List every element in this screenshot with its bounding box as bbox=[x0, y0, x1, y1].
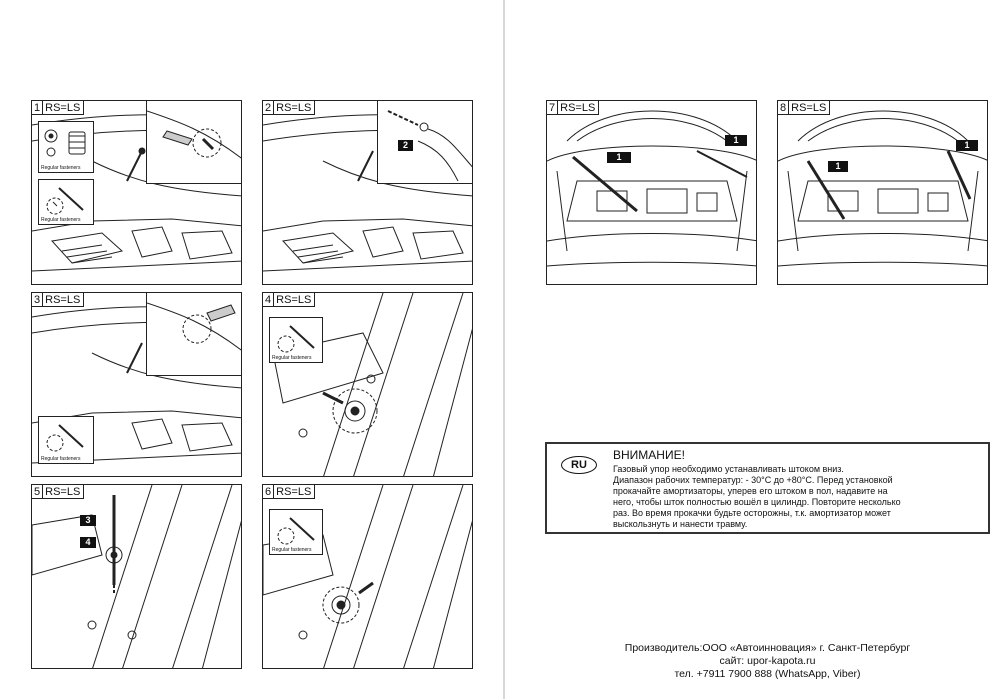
warning-line: Газовый упор необходимо устанавливать шт… bbox=[613, 464, 844, 474]
warning-line: раз. Во время прокачки будьте осторожны,… bbox=[613, 508, 891, 518]
warning-line: Диапазон рабочих температур: - 30°C до +… bbox=[613, 475, 893, 485]
page-divider bbox=[503, 0, 505, 699]
detail-inset bbox=[146, 101, 241, 184]
strut-mount-illustration bbox=[272, 293, 472, 476]
fastener-inset: Regular fasteners bbox=[38, 121, 94, 173]
warning-line: выскользнуть и нанести травму. bbox=[613, 519, 748, 529]
manufacturer-line: Производитель:ООО «Автоинновация» г. Сан… bbox=[624, 642, 911, 654]
inset-caption: Regular fasteners bbox=[41, 456, 81, 462]
wrench-inset: Regular fasteners bbox=[38, 416, 94, 464]
warning-box: RU ВНИМАНИЕ! Газовый упор необходимо уст… bbox=[545, 442, 990, 534]
wrench-inset: Regular fasteners bbox=[269, 317, 323, 363]
strut-mount-illustration bbox=[32, 485, 241, 668]
detail-inset bbox=[377, 101, 472, 184]
callout-1-right: 1 bbox=[725, 135, 747, 146]
wrench-inset: Regular fasteners bbox=[38, 179, 94, 225]
language-badge: RU bbox=[561, 456, 597, 474]
callout-2: 2 bbox=[398, 140, 413, 151]
warning-title: ВНИМАНИЕ! bbox=[613, 448, 685, 462]
inset-caption: Regular fasteners bbox=[272, 355, 312, 361]
open-hood-illustration bbox=[547, 110, 756, 267]
inset-caption: Regular fasteners bbox=[41, 217, 81, 223]
inset-caption: Regular fasteners bbox=[272, 547, 312, 553]
callout-3: 3 bbox=[80, 515, 96, 526]
callout-1-left: 1 bbox=[607, 152, 631, 163]
wrench-inset: Regular fasteners bbox=[269, 509, 323, 555]
phone-line: тел. +7911 7900 888 (WhatsApp, Viber) bbox=[674, 668, 861, 680]
callout-4: 4 bbox=[80, 537, 96, 548]
inset-caption: Regular fasteners bbox=[41, 165, 81, 171]
detail-inset bbox=[146, 293, 241, 376]
warning-line: прокачайте амортизаторы, уперев его шток… bbox=[613, 486, 888, 496]
website-line: сайт: upor-kapota.ru bbox=[719, 655, 816, 667]
warning-line: него, чтобы шток полностью вошёл в цилин… bbox=[613, 497, 901, 507]
callout-1-left: 1 bbox=[828, 161, 848, 172]
open-hood-illustration bbox=[778, 110, 987, 267]
callout-1-right: 1 bbox=[956, 140, 978, 151]
